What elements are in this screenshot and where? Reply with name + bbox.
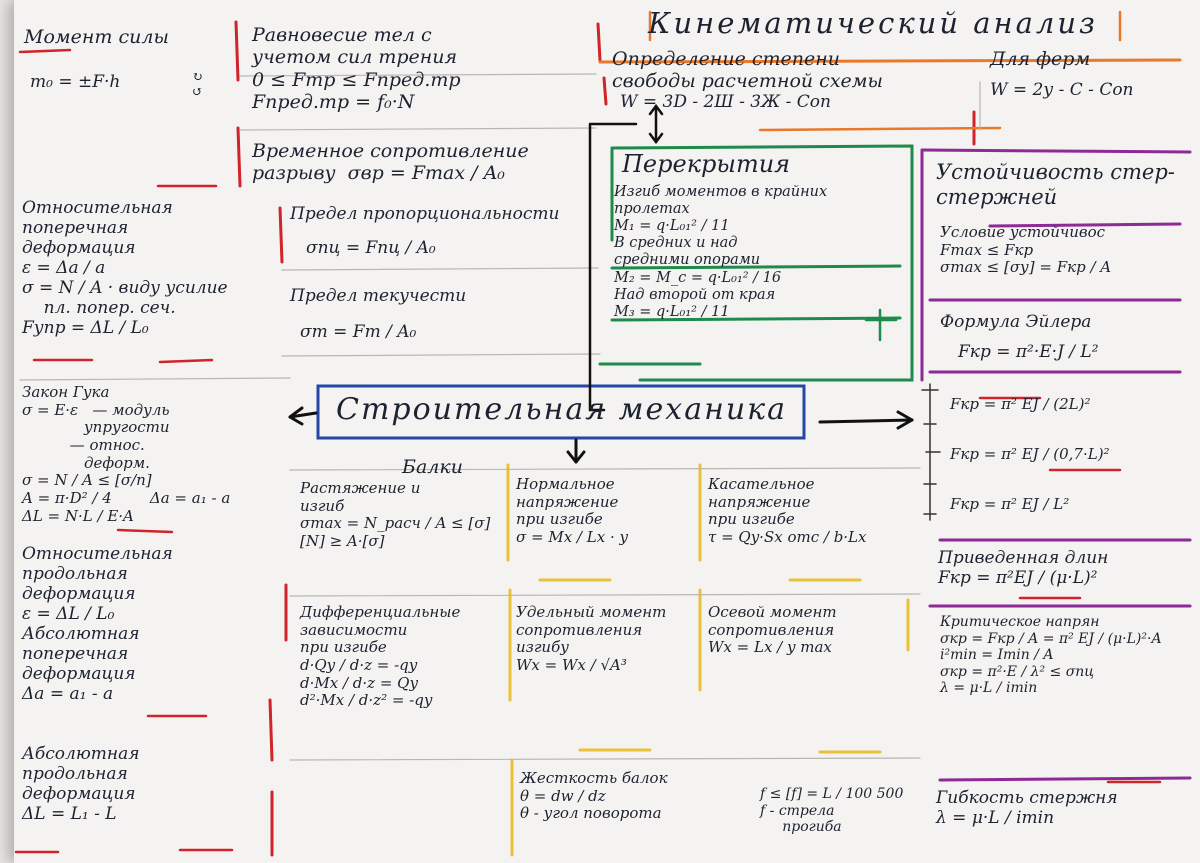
beams-axial-moment: Осевой момент сопротивления Wx = Lx / y … (708, 603, 837, 657)
beams-normal-stress: Нормальное напряжение при изгибе σ = Mx … (516, 475, 628, 547)
beams-differential: Дифференциальные зависимости при изгибе … (300, 603, 461, 710)
center-title: Строительная механика (336, 392, 787, 427)
stability-condition: Условие устойчивос Fmax ≤ Fкр σmax ≤ [σу… (940, 223, 1112, 277)
abs-longitudinal-deformation: Абсолютная продольная деформация ΔL = L₁… (22, 744, 140, 825)
moment-title: Момент силы (24, 26, 169, 48)
proportional-limit-title: Предел пропорциональности (290, 204, 560, 224)
beams-stretch-bend: Растяжение и изгиб σmax = N_расч / A ≤ [… (300, 479, 491, 551)
yield-limit-formula: σт = Fт / A₀ (300, 322, 417, 342)
euler-case-3: Fкр = π² EJ / L² (950, 495, 1070, 513)
yield-limit-title: Предел текучести (290, 286, 467, 306)
rel-transverse-deformation: Относительная поперечная деформация ε = … (22, 198, 228, 339)
paper-sheet (14, 0, 1200, 863)
overlaps-title: Перекрытия (622, 150, 791, 178)
stability-title: Устойчивость стер- стержней (936, 160, 1175, 209)
euler-case-2: Fкр = π² EJ / (0,7·L)² (950, 445, 1110, 463)
hooke-law: Закон Гука σ = E·ε — модуль упругости — … (22, 383, 231, 525)
beams-tangent-stress: Касательное напряжение при изгибе τ = Qy… (708, 475, 867, 547)
kinematic-title: Кинематический анализ (648, 6, 1098, 40)
euler-case-1: Fкр = π² EJ / (2L)² (950, 395, 1091, 413)
beams-title: Балки (402, 456, 463, 478)
kinematic-formula: W = 3D - 2Ш - 3Ж - Соп (620, 92, 831, 112)
equilibrium-text: Равновесие тел с учетом сил трения 0 ≤ F… (252, 24, 461, 114)
flexibility: Гибкость стержня λ = μ·L / imin (936, 788, 1118, 829)
euler-formula: Fкр = π²·E·J / L² (958, 342, 1099, 362)
farms-title: Для ферм (990, 48, 1091, 70)
temp-resistance: Временное сопротивление разрыву σвр = Fm… (252, 140, 529, 185)
moment-formula: m₀ = ±F·h (30, 72, 121, 92)
kinematic-definition: Определение степени свободы расчетной сх… (612, 48, 884, 93)
proportional-limit-formula: σпц = Fпц / A₀ (306, 238, 436, 258)
beams-deflection: f ≤ [f] = L / 100 500 f - стрела прогиба (760, 786, 904, 836)
beams-rigidity: Жесткость балок θ = dw / dz θ - угол пов… (520, 769, 668, 823)
euler-title: Формула Эйлера (940, 312, 1092, 332)
beams-specific-moment: Удельный момент сопротивления изгибу Wх … (516, 603, 667, 675)
overlaps-text: Изгиб моментов в крайних пролетах M₁ = q… (614, 184, 828, 320)
reduced-length: Приведенная длин Fкр = π²EJ / (μ·L)² (938, 548, 1109, 589)
critical-stress: Критическое напрян σкр = Fкр / A = π² EJ… (940, 614, 1162, 697)
rotation-sign-icon: ↻ ↺ (192, 70, 203, 101)
farms-formula: W = 2у - С - Соп (990, 80, 1134, 100)
rel-longitudinal-deformation: Относительная продольная деформация ε = … (22, 544, 173, 705)
